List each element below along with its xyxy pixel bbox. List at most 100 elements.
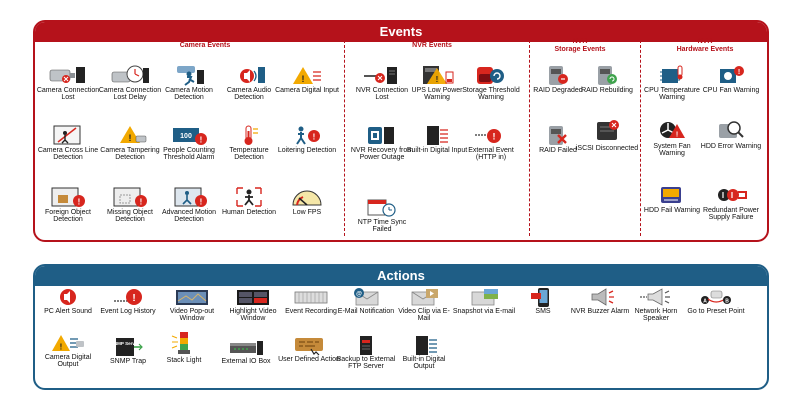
camera-audio-detection-icon <box>240 67 265 83</box>
low-fps-icon <box>292 190 322 206</box>
event-cpu-fan-warning[interactable]: ! CPU Fan Warning <box>699 64 763 94</box>
snmp-badge-text: SNMP Server <box>111 341 139 346</box>
action-event-recording[interactable]: Event Recording <box>279 287 343 315</box>
event-hdd-error-warning[interactable]: HDD Error Warning <box>699 118 763 150</box>
event-raid-failed[interactable]: RAID Failed <box>526 124 590 154</box>
item-label: UPS Low Power Warning <box>411 87 463 102</box>
action-external-io-box[interactable]: External IO Box <box>214 337 278 365</box>
event-raid-rebuilding[interactable]: RAID Rebuilding <box>575 64 639 94</box>
camera-motion-detection-icon <box>177 66 204 86</box>
svg-text:100: 100 <box>180 133 192 140</box>
item-label: Foreign Object Detection <box>45 209 91 224</box>
item-label: iSCSI Disconnected <box>575 145 639 152</box>
event-camera-connection-lost-delay[interactable]: Camera Connection Lost Delay <box>98 64 162 102</box>
item-label: RAID Failed <box>539 147 577 154</box>
redundant-power-icon <box>718 189 747 201</box>
event-temperature-detection[interactable]: Temperature Detection <box>217 124 281 162</box>
event-external-event-http-in[interactable]: ! External Event (HTTP in) <box>459 124 523 162</box>
action-network-horn-speaker[interactable]: Network Horn Speaker <box>624 287 688 323</box>
event-recording-icon <box>294 291 328 304</box>
item-label: Missing Object Detection <box>107 209 153 224</box>
action-highlight-video-window[interactable]: Highlight Video Window <box>221 287 285 323</box>
action-snmp-trap[interactable]: SNMP Server SNMP Trap <box>96 337 160 365</box>
item-label: Camera Connection Lost Delay <box>98 87 162 102</box>
item-label: NVR Connection Lost <box>355 87 409 102</box>
event-low-fps[interactable]: Low FPS <box>275 186 339 216</box>
event-camera-motion-detection[interactable]: Camera Motion Detection <box>157 64 221 102</box>
nvr-connection-lost-icon <box>364 67 397 84</box>
event-ups-low-power-warning[interactable]: ! UPS Low Power Warning <box>405 64 469 102</box>
action-camera-digital-output[interactable]: ! Camera Digital Output <box>36 333 100 369</box>
action-snapshot-via-email[interactable]: Snapshot via E-mail <box>452 287 516 315</box>
event-redundant-power-supply-failure[interactable]: Redundant Power Supply Failure <box>699 182 763 222</box>
event-camera-tampering-detection[interactable]: ! Camera Tampering Detection <box>98 124 162 162</box>
hdd-fail-icon <box>661 187 681 203</box>
item-label: Network Horn Speaker <box>634 308 678 323</box>
event-iscsi-disconnected[interactable]: iSCSI Disconnected <box>575 118 639 152</box>
svg-text:!: ! <box>60 343 63 352</box>
svg-text:!: ! <box>436 75 439 84</box>
event-camera-cross-line-detection[interactable]: Camera Cross Line Detection <box>36 124 100 162</box>
action-sms[interactable]: SMS <box>511 287 575 315</box>
event-advanced-motion-detection[interactable]: ! Advanced Motion Detection <box>157 186 221 224</box>
sms-icon <box>531 288 549 307</box>
event-log-history-icon: ! <box>114 289 142 305</box>
event-ntp-time-sync-failed[interactable]: NTP Time Sync Failed <box>350 196 414 234</box>
item-label: Camera Cross Line Detection <box>37 147 99 162</box>
item-label: Storage Threshold Warning <box>462 87 520 102</box>
camera-digital-output-icon: ! <box>52 335 84 352</box>
ntp-time-sync-icon <box>367 199 396 217</box>
action-pc-alert-sound[interactable]: PC Alert Sound <box>36 287 100 315</box>
event-built-in-digital-input[interactable]: Built-in Digital Input <box>405 124 469 154</box>
item-label: PC Alert Sound <box>44 308 92 315</box>
item-label: Low FPS <box>292 209 322 216</box>
hdd-error-icon <box>719 121 744 138</box>
nvr-buzzer-icon <box>591 288 614 306</box>
advanced-motion-detection-icon: ! <box>174 187 207 207</box>
camera-events-title: Camera Events <box>179 42 231 49</box>
item-label: CPU Temperature Warning <box>644 87 700 102</box>
action-video-clip-via-email[interactable]: Video Clip via E-Mail <box>392 287 456 323</box>
event-foreign-object-detection[interactable]: ! Foreign Object Detection <box>36 186 100 224</box>
event-storage-threshold-warning[interactable]: Storage Threshold Warning <box>459 64 523 102</box>
camera-tampering-detection-icon: ! <box>120 126 147 143</box>
item-label: RAID Rebuilding <box>581 87 633 94</box>
action-stack-light[interactable]: Stack Light <box>152 330 216 364</box>
event-system-fan-warning[interactable]: ! System Fan Warning <box>640 118 704 158</box>
event-hdd-fail-warning[interactable]: HDD Fail Warning <box>640 184 704 214</box>
event-loitering-detection[interactable]: ! Loitering Detection <box>275 124 339 154</box>
item-label: E-Mail Notification <box>337 308 395 315</box>
item-label: External IO Box <box>221 358 271 365</box>
svg-text:A: A <box>703 299 707 305</box>
event-camera-digital-input[interactable]: ! Camera Digital Input <box>275 64 339 94</box>
built-in-digital-output-icon <box>416 336 437 355</box>
item-label: Camera Motion Detection <box>165 87 213 102</box>
raid-rebuilding-icon <box>598 66 617 85</box>
hardware-events-title: NVR Hardware Events <box>676 38 734 53</box>
camera-connection-lost-icon <box>49 67 85 83</box>
action-event-log-history[interactable]: ! Event Log History <box>96 287 160 315</box>
item-label: NVR Recovery from Power Outage <box>350 147 414 162</box>
event-nvr-connection-lost[interactable]: NVR Connection Lost <box>350 64 414 102</box>
event-people-counting-threshold-alarm[interactable]: 100! People Counting Threshold Alarm <box>157 124 221 162</box>
event-raid-degraded[interactable]: RAID Degraded <box>526 64 590 94</box>
event-camera-audio-detection[interactable]: Camera Audio Detection <box>217 64 281 102</box>
action-user-defined-action[interactable]: User Defined Action <box>277 335 341 363</box>
event-human-detection[interactable]: Human Detection <box>217 186 281 216</box>
item-label: SMS <box>535 308 551 315</box>
event-missing-object-detection[interactable]: ! Missing Object Detection <box>98 186 162 224</box>
action-nvr-buzzer-alarm[interactable]: NVR Buzzer Alarm <box>568 287 632 315</box>
item-label: Human Detection <box>221 209 277 216</box>
external-io-box-icon <box>230 341 263 355</box>
action-built-in-digital-output[interactable]: Built-in Digital Output <box>392 335 456 371</box>
item-label: Temperature Detection <box>229 147 269 162</box>
event-nvr-recovery-from-power-outage[interactable]: NVR Recovery from Power Outage <box>350 124 414 162</box>
event-camera-connection-lost[interactable]: Camera Connection Lost <box>36 64 100 102</box>
action-video-pop-out-window[interactable]: Video Pop-out Window <box>160 287 224 323</box>
item-label: Go to Preset Point <box>687 308 745 315</box>
event-cpu-temperature-warning[interactable]: CPU Temperature Warning <box>640 64 704 102</box>
action-backup-to-external-ftp-server[interactable]: Backup to External FTP Server <box>334 335 398 371</box>
action-email-notification[interactable]: @ E-Mail Notification <box>334 287 398 315</box>
svg-text:!: ! <box>676 132 678 139</box>
